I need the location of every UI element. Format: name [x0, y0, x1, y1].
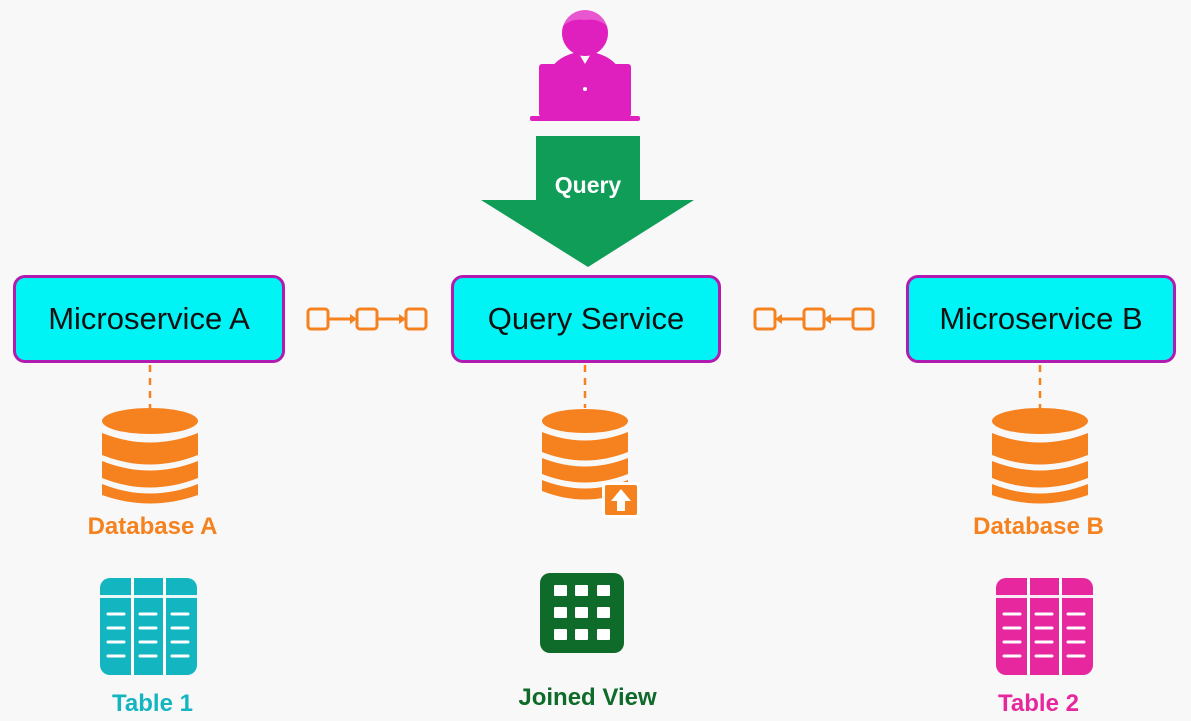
table-1-icon — [100, 578, 197, 675]
table-1-label: Table 1 — [112, 690, 193, 717]
microservice-b-box[interactable]: Microservice B — [906, 275, 1176, 363]
database-b-icon — [992, 408, 1088, 504]
query-service-label: Query Service — [487, 301, 685, 336]
table-2-icon — [996, 578, 1093, 675]
query-arrow — [481, 136, 694, 267]
database-b-label: Database B — [973, 513, 1104, 540]
user-at-laptop-icon — [530, 8, 640, 121]
query-arrow-label: Query — [554, 172, 622, 198]
event-chain-right-icon — [753, 307, 875, 331]
query-service-box[interactable]: Query Service — [451, 275, 721, 363]
microservice-a-label: Microservice A — [48, 301, 250, 336]
joined-view-grid-icon — [540, 573, 624, 653]
microservice-b-label: Microservice B — [939, 301, 1143, 336]
database-a-label: Database A — [87, 513, 218, 540]
microservice-a-box[interactable]: Microservice A — [13, 275, 285, 363]
joined-view-label: Joined View — [518, 684, 657, 711]
database-upload-icon — [542, 409, 640, 518]
database-a-icon — [102, 408, 198, 504]
event-chain-left-icon — [306, 307, 428, 331]
dashed-connectors — [148, 365, 1042, 408]
table-2-label: Table 2 — [998, 690, 1079, 717]
